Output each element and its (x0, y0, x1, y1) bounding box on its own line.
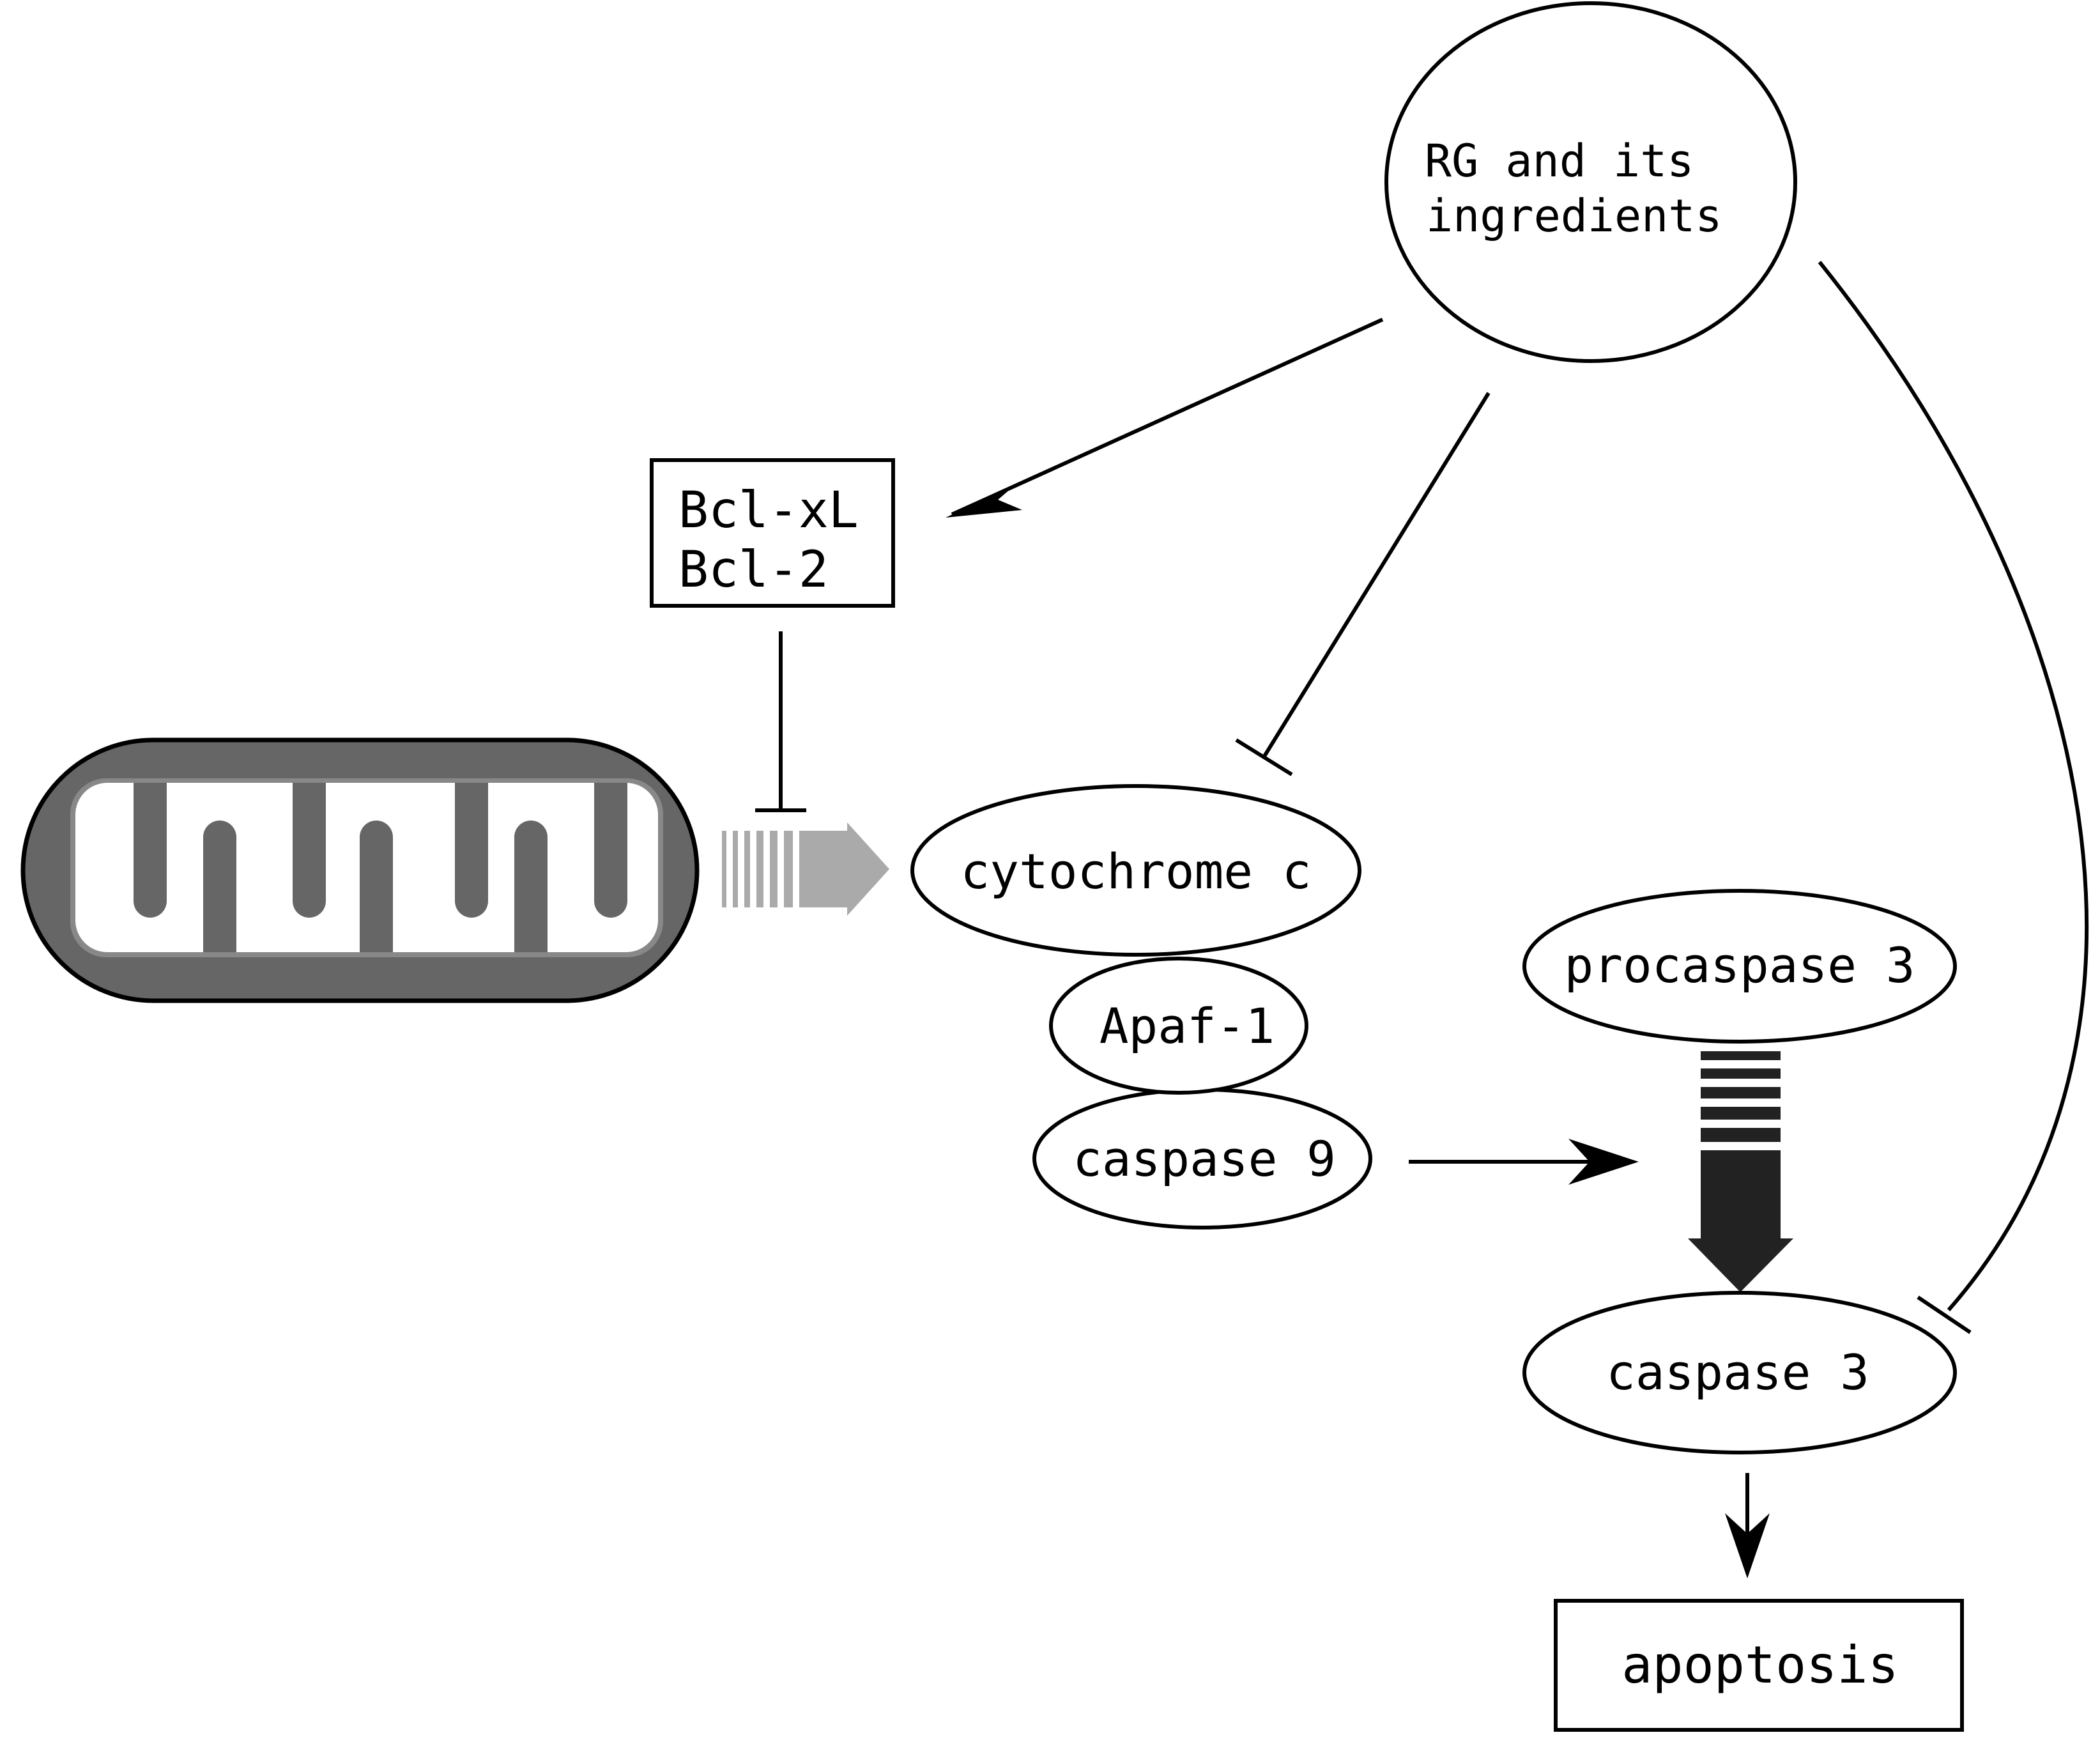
bcl-label-line1: Bcl-xL (678, 482, 859, 539)
release-arrow (722, 822, 889, 916)
node-caspase3: caspase 3 (1522, 1291, 1957, 1454)
arrowhead-bcl (946, 484, 1022, 518)
inhibit-bar-caspase3 (1917, 1295, 1972, 1334)
apoptosis-label: apoptosis (1621, 1635, 1898, 1695)
edge-rg-inhibits-cytochrome (1262, 392, 1491, 759)
node-cytochrome: cytochrome c (910, 784, 1361, 957)
rg-label-line1: RG and its (1425, 135, 1694, 187)
arrowhead-caspase9 (1568, 1139, 1639, 1185)
bcl-label-line2: Bcl-2 (678, 541, 829, 599)
inhibit-bar-cytochrome (1235, 738, 1293, 776)
arrowhead-apoptosis (1725, 1513, 1770, 1578)
mitochondrion-icon (20, 737, 700, 1003)
caspase9-label: caspase 9 (1073, 1130, 1336, 1187)
procaspase3-label: procaspase 3 (1564, 937, 1915, 994)
node-procaspase3: procaspase 3 (1522, 889, 1957, 1044)
cytochrome-label: cytochrome c (960, 843, 1311, 900)
rg-label-line2: ingredients (1426, 190, 1722, 242)
edge-rg-inhibits-caspase3 (1818, 261, 2089, 1311)
node-bcl: Bcl-xL Bcl-2 (650, 458, 895, 608)
node-rg: RG and its ingredients (1384, 1, 1797, 363)
caspase3-label: caspase 3 (1606, 1344, 1869, 1401)
edges (755, 261, 2089, 1578)
node-apoptosis: apoptosis (1554, 1599, 1964, 1732)
node-caspase9: caspase 9 (1032, 1088, 1372, 1229)
apaf-label: Apaf-1 (1100, 998, 1275, 1054)
edge-rg-to-bcl (951, 318, 1384, 516)
cleavage-arrow (1688, 1051, 1793, 1292)
node-apaf: Apaf-1 (1049, 957, 1308, 1095)
